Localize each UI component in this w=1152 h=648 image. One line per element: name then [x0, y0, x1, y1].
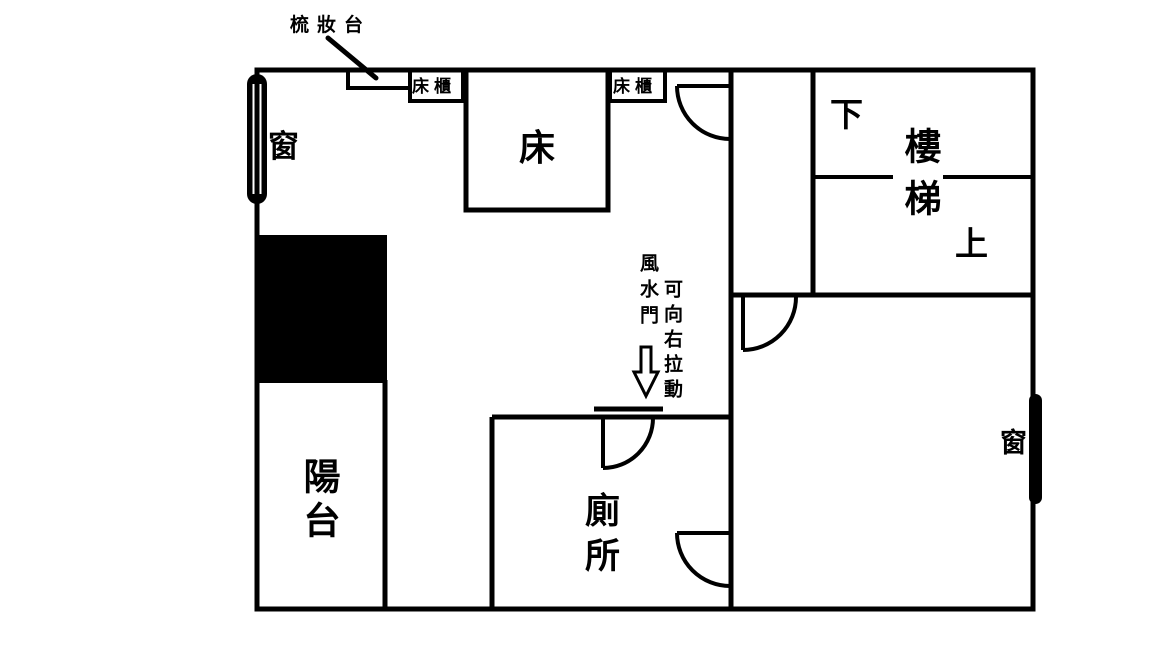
- stairs-label: 樓梯: [898, 127, 939, 231]
- dressing-table-label: 梳妝台: [290, 15, 372, 36]
- stairs-down-label: 下: [830, 98, 863, 134]
- toilet-door-top: [601, 417, 655, 470]
- solid-block: [256, 235, 387, 383]
- window-left-label: 窗: [268, 129, 299, 164]
- bed-outline: [463, 67, 611, 213]
- hall-door: [741, 296, 798, 352]
- stairs-up-label: 上: [955, 227, 988, 263]
- bedroom-door: [675, 84, 731, 141]
- sliding-door-note-col2: 可向右拉動: [661, 279, 682, 404]
- balcony-label: 陽台: [297, 457, 338, 545]
- toilet-door-right: [675, 531, 731, 588]
- dressing-table-callout-line: [325, 35, 379, 81]
- sliding-door-note-col1: 風水門: [637, 253, 658, 331]
- window-right-symbol: [1029, 394, 1042, 504]
- down-arrow-icon: [631, 345, 661, 400]
- bed-cabinet-right-label: 床櫃: [613, 77, 657, 96]
- window-left-symbol: [247, 74, 267, 204]
- bed-cabinet-left-label: 床櫃: [412, 77, 456, 96]
- toilet-label: 廁所: [580, 492, 619, 582]
- bed-cabinet-left-box: [408, 68, 465, 103]
- dressing-table-outline: [346, 70, 410, 90]
- window-right-label: 窗: [1000, 428, 1027, 458]
- bed-label: 床: [519, 128, 556, 168]
